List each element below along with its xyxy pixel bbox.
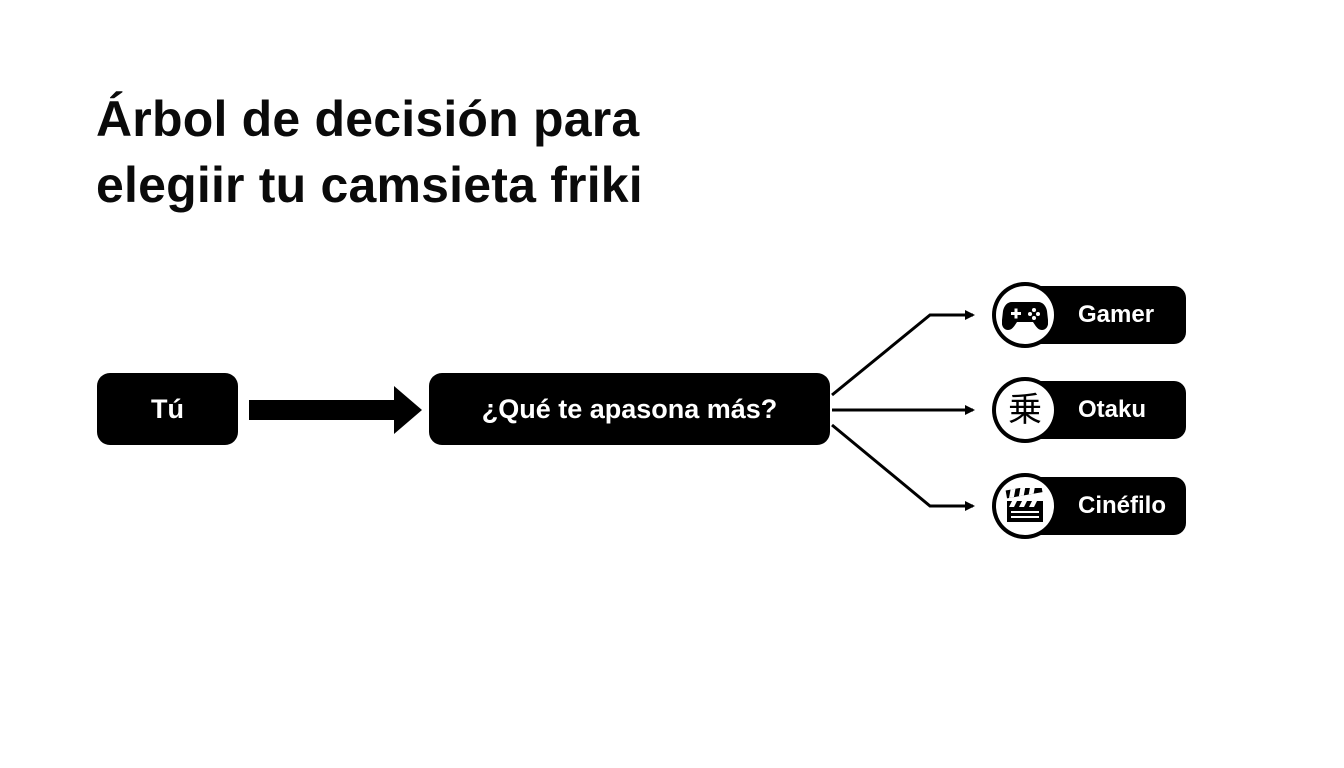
- option-badge: [992, 282, 1058, 348]
- kanji-icon: 乗: [1008, 390, 1042, 430]
- option-badge: 乗: [992, 377, 1058, 443]
- main-arrow: [249, 386, 422, 434]
- option-badge: [992, 473, 1058, 539]
- title-line-2: elegiir tu camsieta friki: [96, 157, 643, 213]
- clapperboard-icon: [1005, 488, 1043, 522]
- option-otaku: 乗 Otaku: [992, 371, 1187, 449]
- title-line-1: Árbol de decisión para: [96, 91, 640, 147]
- option-gamer: Gamer: [992, 276, 1187, 354]
- diagram-title: Árbol de decisión para elegiir tu camsie…: [96, 86, 856, 218]
- node-question-label: ¿Qué te apasona más?: [481, 393, 778, 424]
- node-question: ¿Qué te apasona más?: [429, 373, 830, 445]
- branch-line-cinefilo: [831, 423, 975, 511]
- branch-line-gamer: [831, 310, 975, 397]
- gamepad-icon: [1002, 302, 1048, 330]
- node-root: Tú: [97, 373, 238, 445]
- option-label-otaku: Otaku: [1078, 396, 1147, 423]
- option-label-cinefilo: Cinéfilo: [1078, 492, 1166, 519]
- option-cinefilo: Cinéfilo: [992, 467, 1187, 545]
- node-root-label: Tú: [151, 393, 184, 424]
- option-label-gamer: Gamer: [1078, 301, 1155, 328]
